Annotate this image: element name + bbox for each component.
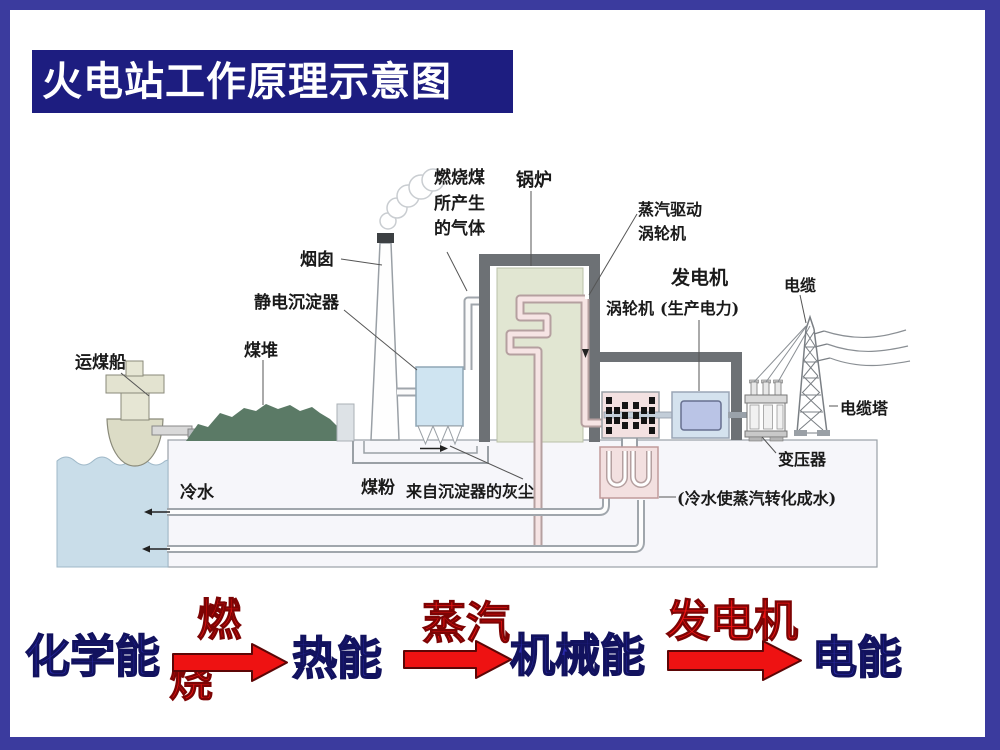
electrostatic-precipitator	[415, 366, 464, 446]
transmission-tower	[753, 314, 911, 436]
water	[56, 456, 169, 568]
arrow-label-steam: 蒸汽	[422, 598, 511, 649]
generator	[671, 391, 747, 439]
energy-chemical: 化学能	[24, 630, 161, 683]
transformer	[744, 379, 788, 442]
condenser	[599, 437, 659, 499]
arrow-steam	[403, 640, 512, 679]
coal-channel	[352, 441, 489, 464]
label-generator: 发电机	[671, 267, 729, 289]
label-precipitator: 静电沉淀器	[254, 293, 339, 313]
label-produces-power: (生产电力)	[660, 299, 740, 318]
machine-hall-frame	[600, 352, 742, 440]
label-boiler: 锅炉	[516, 170, 552, 191]
turbine	[601, 391, 731, 439]
energy-mechanical: 机械能	[509, 629, 646, 682]
label-coal-ship: 运煤船	[75, 353, 126, 373]
energy-heat: 热能	[291, 632, 383, 685]
turbine-blades	[606, 397, 655, 434]
steam-pipes	[505, 294, 603, 547]
label-coal-powder: 煤粉	[361, 478, 395, 498]
page-title: 火电站工作原理示意图	[42, 58, 452, 105]
energy-electrical: 电能	[811, 631, 903, 684]
label-coal-pile: 煤堆	[244, 341, 278, 361]
label-transformer: 变压器	[778, 450, 827, 469]
label-ash: 来自沉淀器的灰尘	[406, 482, 535, 501]
title-bar: 火电站工作原理示意图	[32, 50, 513, 113]
leader-lines	[120, 191, 838, 498]
label-turbine: 涡轮机	[606, 299, 655, 318]
label-flue-gas: 燃烧煤 所产生 的气体	[434, 168, 485, 239]
cooling-water-pipes	[142, 496, 645, 553]
label-cold-water: 冷水	[180, 483, 214, 503]
label-cable: 电缆	[784, 276, 817, 295]
chimney	[370, 168, 445, 441]
smoke	[379, 168, 445, 230]
arrow-label-burn-top: 燃	[197, 595, 242, 646]
label-steam-drive: 蒸汽驱动 涡轮机	[638, 200, 703, 243]
arrow-generator	[667, 640, 802, 681]
label-condenser-note: (冷水使蒸汽转化成水)	[677, 489, 837, 508]
label-cable-tower: 电缆塔	[840, 399, 889, 418]
energy-arrows	[172, 640, 802, 682]
coal-pile	[186, 403, 355, 442]
arrow-burn	[172, 643, 288, 682]
arrow-label-generator: 发电机	[666, 596, 799, 647]
label-chimney: 烟囱	[300, 250, 334, 270]
